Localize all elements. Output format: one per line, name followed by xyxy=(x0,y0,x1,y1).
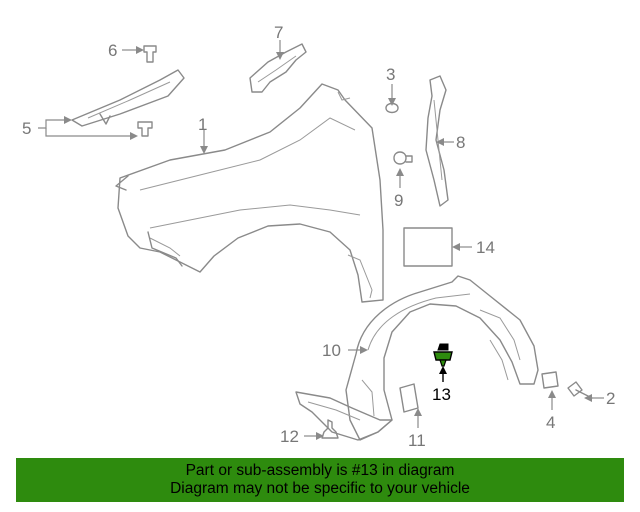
fender-liner-part xyxy=(295,275,539,441)
leader-lines xyxy=(38,40,604,440)
callout-13: 13 xyxy=(432,385,451,404)
pushpin-part-12 xyxy=(321,419,339,439)
nut-part-4 xyxy=(541,371,559,389)
clip-part-9 xyxy=(393,151,413,165)
clip-part-13-highlighted xyxy=(433,343,453,367)
info-banner: Part or sub-assembly is #13 in diagram D… xyxy=(16,458,624,502)
fender-part xyxy=(115,83,384,303)
callout-14: 14 xyxy=(476,238,495,257)
banner-line-1: Part or sub-assembly is #13 in diagram xyxy=(185,462,455,479)
callout-3: 3 xyxy=(386,65,395,84)
parts-diagram: 1 2 3 4 5 6 7 8 9 10 11 12 13 14 xyxy=(22,23,615,450)
callout-7: 7 xyxy=(274,23,283,42)
banner-line-2: Diagram may not be specific to your vehi… xyxy=(170,480,470,497)
callout-11: 11 xyxy=(408,431,426,450)
callout-1: 1 xyxy=(198,115,207,134)
callout-8: 8 xyxy=(456,133,465,152)
clip-part-6 xyxy=(143,45,157,63)
callout-9: 9 xyxy=(394,191,403,210)
screw-part-2 xyxy=(567,381,593,399)
callout-2: 2 xyxy=(606,389,615,408)
cap-part-3 xyxy=(385,102,399,114)
bracket-part-8 xyxy=(425,75,449,207)
bracket-part-7 xyxy=(249,43,307,93)
callout-12: 12 xyxy=(280,427,299,446)
clip-part-11 xyxy=(399,383,419,413)
callout-6: 6 xyxy=(108,41,117,60)
label-part-14 xyxy=(403,227,453,267)
fender-seal-part xyxy=(71,69,185,127)
callout-10: 10 xyxy=(322,341,341,360)
callout-5: 5 xyxy=(22,119,31,138)
callout-4: 4 xyxy=(546,413,555,432)
clip-part-5b xyxy=(137,121,153,137)
